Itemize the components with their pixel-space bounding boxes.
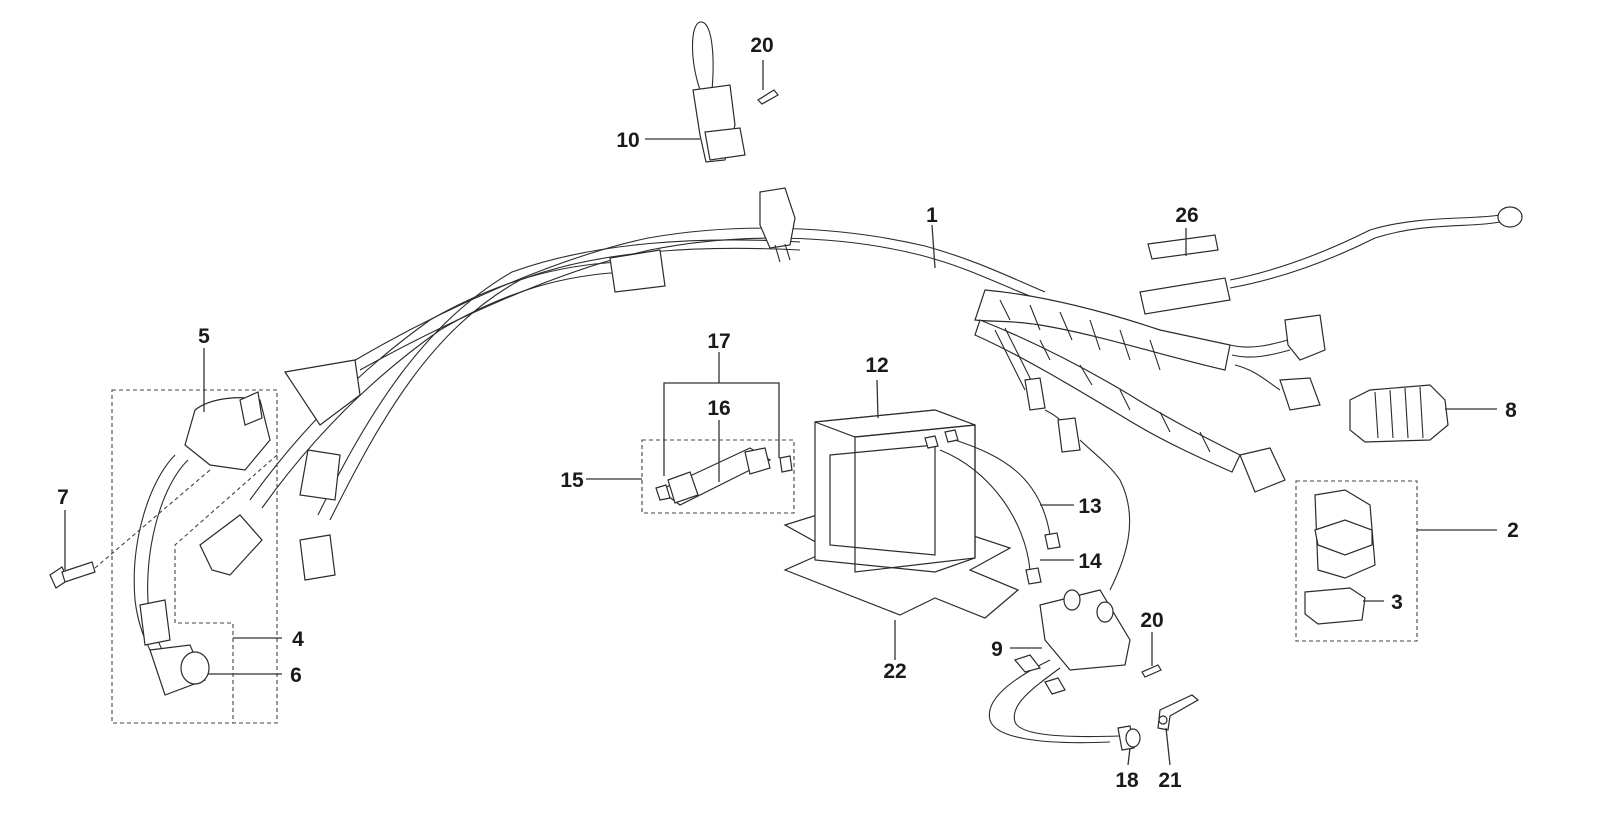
callout-15: 15 [560, 469, 584, 492]
harness-connector-left [283, 359, 361, 426]
callout-2: 2 [1507, 519, 1519, 542]
leader-lines [64, 60, 1497, 766]
callout-labels: 1 2 3 4 5 6 7 8 9 10 12 13 14 15 16 17 1… [57, 34, 1519, 792]
callout-5: 5 [198, 325, 210, 348]
group-box-strap [641, 439, 795, 514]
part-3-cover [1304, 587, 1366, 625]
callout-26: 26 [1175, 204, 1198, 227]
callout-9: 9 [991, 638, 1003, 661]
part-7-bolt [49, 469, 211, 589]
part-26-fuse [1147, 234, 1219, 260]
callout-8: 8 [1505, 399, 1517, 422]
part-10-connector [692, 21, 746, 163]
callout-16: 16 [707, 397, 730, 420]
callout-21: 21 [1158, 769, 1182, 792]
part-20-screw-lower [1141, 664, 1162, 678]
part-20-screw-top [757, 89, 779, 105]
callout-10: 10 [616, 129, 639, 152]
ring-terminal [1497, 206, 1523, 228]
part-16-battery-strap [655, 447, 793, 506]
callout-20-lower: 20 [1140, 609, 1163, 632]
part-12-battery [814, 409, 976, 573]
callout-6: 6 [290, 664, 302, 687]
part-2-cdi [1314, 489, 1376, 579]
callout-20-top: 20 [750, 34, 773, 57]
harness-connector-right-2 [1279, 377, 1321, 411]
part-9-starter-relay [988, 439, 1131, 744]
part-ignition-coil [133, 391, 271, 696]
harness-small-connector-2 [1057, 417, 1081, 453]
harness-bundle-upper [974, 289, 1231, 371]
main-wiring-harness [199, 187, 1523, 581]
part-8-regulator [1349, 384, 1449, 443]
harness-connector-lower-1 [199, 514, 263, 576]
group-box-ignition [111, 389, 278, 724]
part-18-fuse-plug [1117, 725, 1141, 751]
callout-22: 22 [883, 660, 906, 683]
callout-12: 12 [865, 354, 888, 377]
harness-tape-sleeve [609, 249, 666, 293]
callout-1: 1 [926, 204, 938, 227]
harness-connector-lower-2 [299, 534, 336, 581]
harness-small-connector-1 [1024, 377, 1046, 411]
part-21-bracket [1157, 694, 1200, 731]
harness-bundle-lower [974, 319, 1241, 473]
harness-connector-right-3 [1239, 447, 1286, 493]
harness-connector-right-1 [1284, 314, 1326, 361]
harness-connector-top [759, 187, 796, 249]
part-13-14-battery-cables [924, 429, 1061, 585]
callout-18: 18 [1115, 769, 1139, 792]
callout-17: 17 [707, 330, 730, 353]
harness-tape-sleeve-2 [299, 449, 341, 501]
callout-7: 7 [57, 486, 69, 509]
callout-13: 13 [1078, 495, 1101, 518]
callout-14: 14 [1078, 550, 1102, 573]
callout-4: 4 [292, 628, 304, 651]
fuse-holder [1139, 277, 1231, 315]
callout-3: 3 [1391, 591, 1403, 614]
